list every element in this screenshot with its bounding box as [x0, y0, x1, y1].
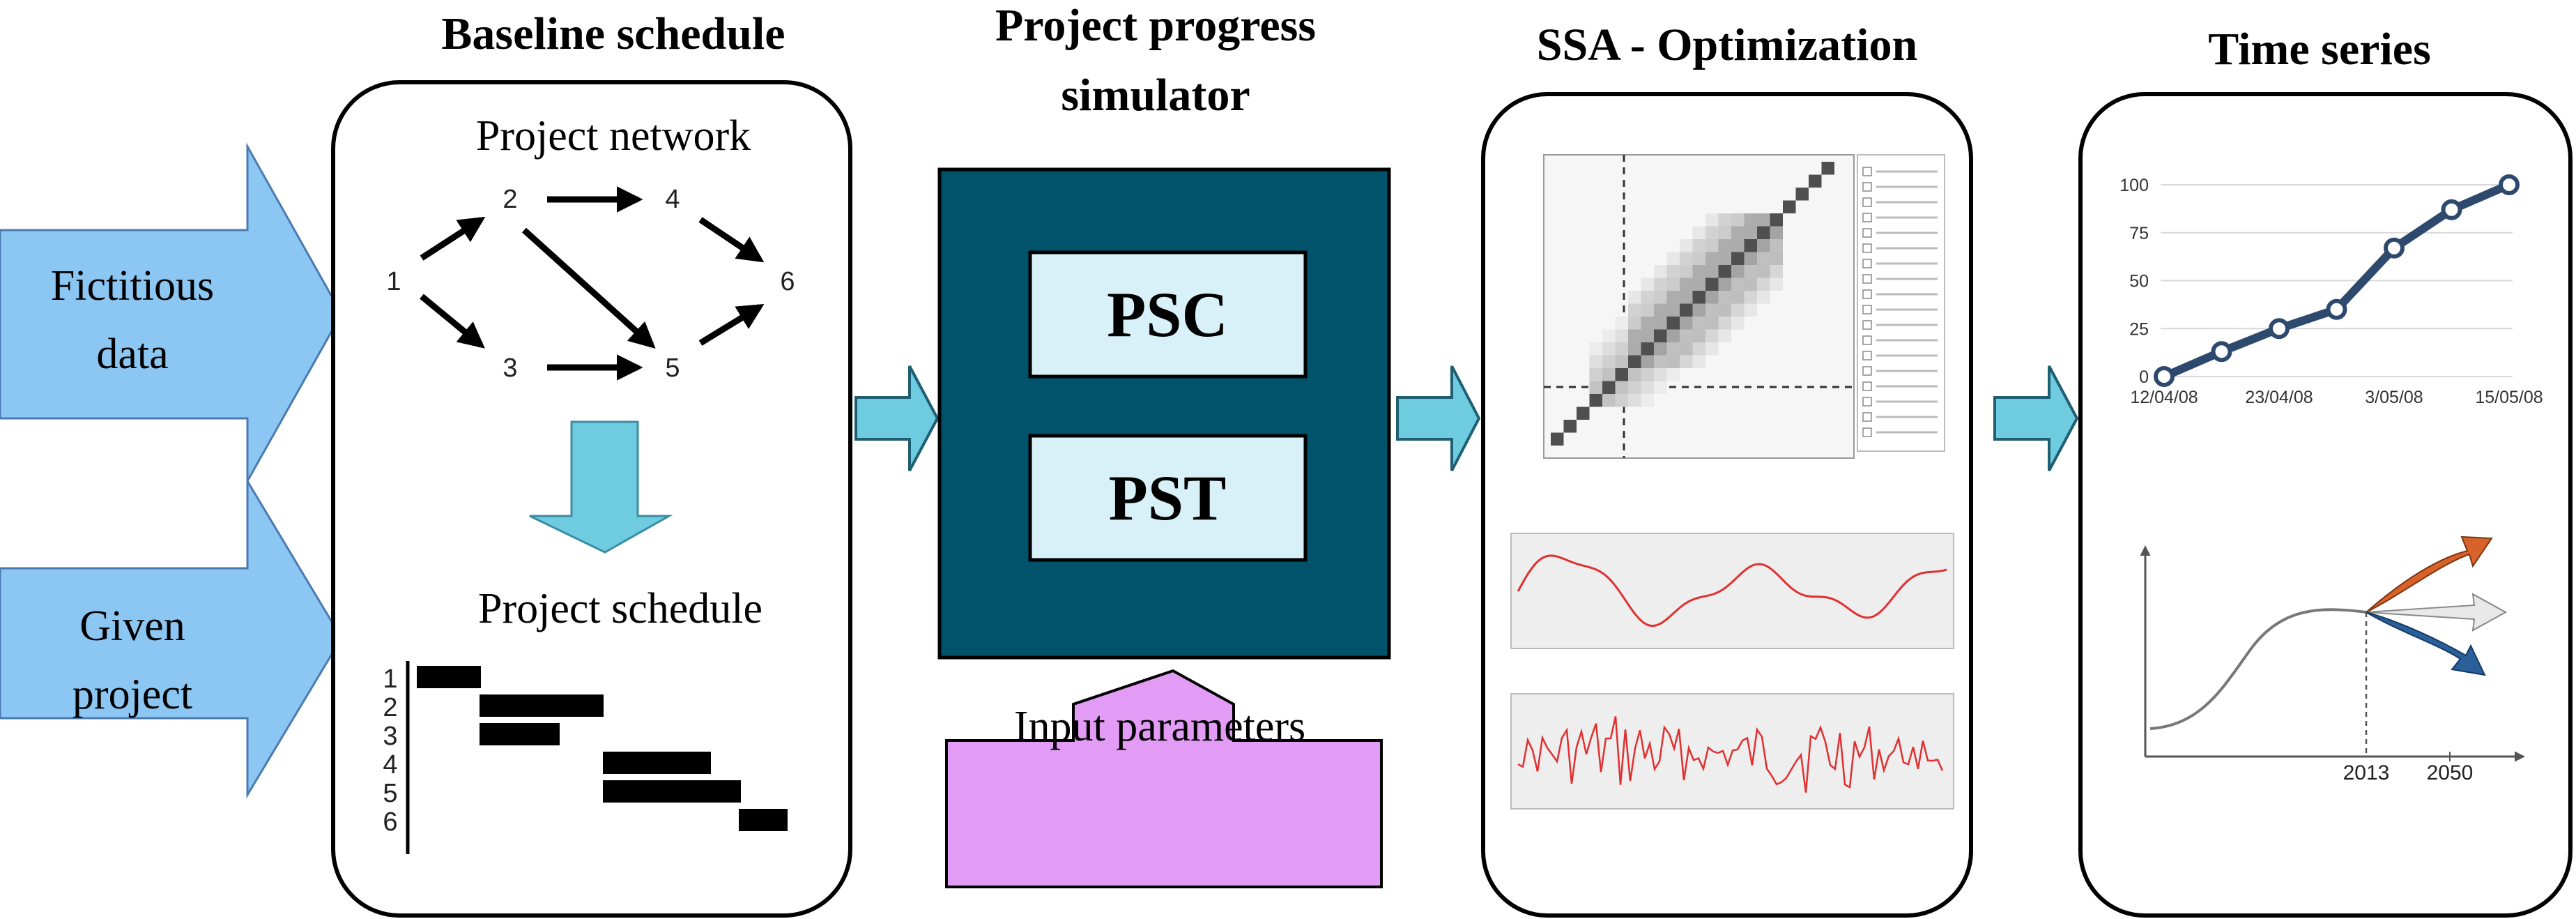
project-network-title: Project network [476, 112, 751, 160]
network-node-5: 5 [665, 354, 680, 383]
forecast-label-2013: 2013 [2343, 761, 2390, 784]
ts-xtick-label: 23/04/08 [2245, 388, 2313, 407]
gantt-row-label-4: 4 [383, 750, 397, 780]
input-parameters-label: Input parameters [1014, 703, 1305, 750]
flow-arrow-simulator-to-ssa [1396, 365, 1481, 471]
ts-data-point [2499, 174, 2520, 195]
ts-data-point [2269, 318, 2290, 340]
gantt-bar-1 [417, 666, 481, 688]
ts-data-point [2326, 298, 2347, 320]
forecast-scenario-sketch: 2013 2050 [2140, 536, 2525, 784]
given-label-line1: Given [79, 602, 185, 650]
fictitious-data-arrow: Fictitious data [0, 142, 343, 485]
edge-2-5 [521, 227, 656, 349]
network-node-2: 2 [503, 185, 517, 214]
header-simulator-line2: simulator [1061, 70, 1250, 121]
ts-xtick-label: 3/05/08 [2365, 388, 2423, 407]
header-time-series: Time series [2208, 24, 2431, 75]
psc-label: PSC [1107, 279, 1228, 350]
ts-xtick-label: 12/04/08 [2130, 388, 2198, 407]
fictitious-label-line1: Fictitious [51, 262, 214, 310]
ts-ytick-label: 50 [2129, 272, 2149, 291]
ts-ytick-label: 75 [2129, 224, 2149, 243]
flow-arrow-baseline-to-simulator [854, 365, 940, 471]
ts-ytick-label: 0 [2139, 367, 2149, 387]
gantt-bar-2 [480, 694, 604, 717]
ts-data-point [2211, 341, 2232, 363]
ts-data-point [2384, 237, 2405, 259]
oscillation-plot-thumbnail [1510, 533, 1954, 649]
edge-4-6 [698, 217, 765, 263]
flow-arrow-ssa-to-timeseries [1993, 365, 2079, 471]
correlation-matrix-thumbnail [1543, 154, 1945, 459]
time-series-panel [2078, 92, 2573, 918]
forecast-scenario-down-arrow [2366, 612, 2486, 676]
gantt-bar-5 [603, 780, 741, 803]
gantt-row-label-2: 2 [383, 693, 397, 722]
gantt-row-label-6: 6 [383, 807, 397, 837]
gantt-row-label-3: 3 [383, 722, 397, 751]
psc-module [1028, 250, 1308, 379]
ts-ytick-label: 100 [2119, 176, 2149, 195]
given-project-arrow: Given project [0, 477, 343, 799]
edge-5-6 [698, 304, 765, 346]
gantt-row-label-5: 5 [383, 779, 397, 808]
simulator-box [937, 167, 1391, 660]
ts-data-point [2154, 366, 2175, 387]
network-node-6: 6 [780, 267, 795, 296]
edge-1-2 [420, 216, 486, 261]
gantt-chart: 1 2 3 4 5 6 [383, 661, 788, 854]
forecast-scenario-up-arrow [2366, 536, 2493, 613]
network-node-1: 1 [386, 267, 401, 296]
ts-ytick-label: 25 [2129, 319, 2149, 339]
gantt-bar-4 [603, 752, 711, 774]
network-to-schedule-arrow [529, 420, 673, 554]
forecast-label-2050: 2050 [2427, 761, 2474, 784]
gantt-bar-6 [739, 809, 788, 831]
ts-data-point [2441, 199, 2462, 220]
fictitious-label-line2: data [96, 331, 168, 378]
pst-label: PST [1109, 462, 1227, 533]
ts-xtick-label: 15/05/08 [2475, 388, 2543, 407]
pst-module [1028, 434, 1308, 562]
given-label-line2: project [72, 671, 192, 718]
gantt-row-label-1: 1 [383, 664, 397, 694]
time-series-line-chart: 0 25 50 75 100 12/04/08 23/04/08 3/05/08 15/05/0… [2119, 174, 2543, 407]
project-schedule-title: Project schedule [478, 585, 762, 632]
residual-plot-thumbnail [1510, 693, 1954, 810]
forecast-scenario-flat-arrow [2366, 593, 2508, 632]
network-node-3: 3 [503, 354, 517, 383]
project-network: 1 2 3 4 5 6 [386, 185, 795, 383]
edge-1-3 [420, 294, 485, 349]
header-ssa-optimization: SSA - Optimization [1537, 20, 1917, 70]
header-simulator-line1: Project progress [995, 0, 1316, 51]
input-parameters-arrow [945, 669, 1383, 888]
network-node-4: 4 [665, 185, 680, 214]
gantt-bar-3 [480, 723, 560, 745]
forecast-history-curve [2149, 608, 2367, 730]
header-baseline-schedule: Baseline schedule [441, 8, 785, 59]
